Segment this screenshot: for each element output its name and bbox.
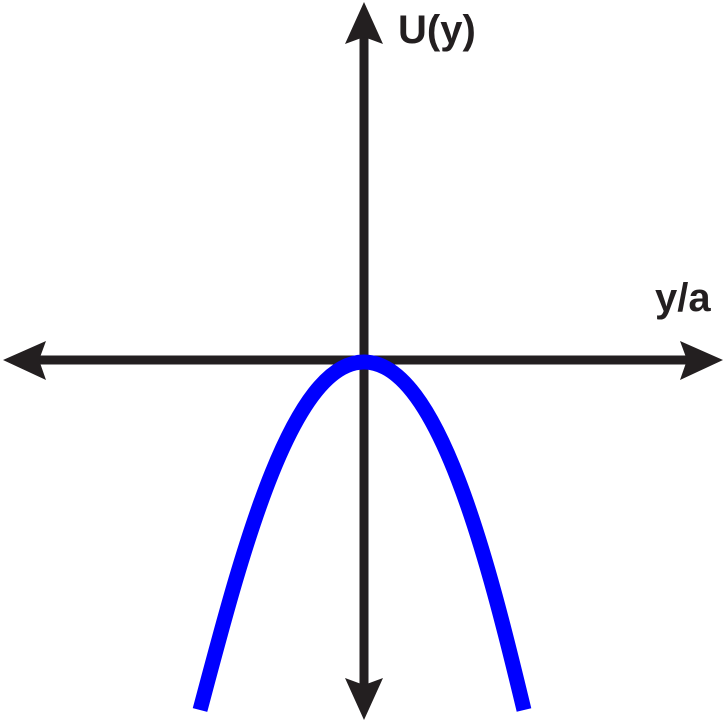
y-axis-label: U(y) — [398, 8, 476, 52]
x-axis-left-arrow-icon — [3, 341, 46, 380]
y-axis-up-arrow-icon — [345, 2, 383, 44]
x-axis-right-arrow-icon — [680, 341, 723, 380]
x-axis-label: y/a — [655, 276, 711, 320]
y-axis-down-arrow-icon — [345, 678, 383, 720]
potential-curve — [192, 354, 532, 712]
